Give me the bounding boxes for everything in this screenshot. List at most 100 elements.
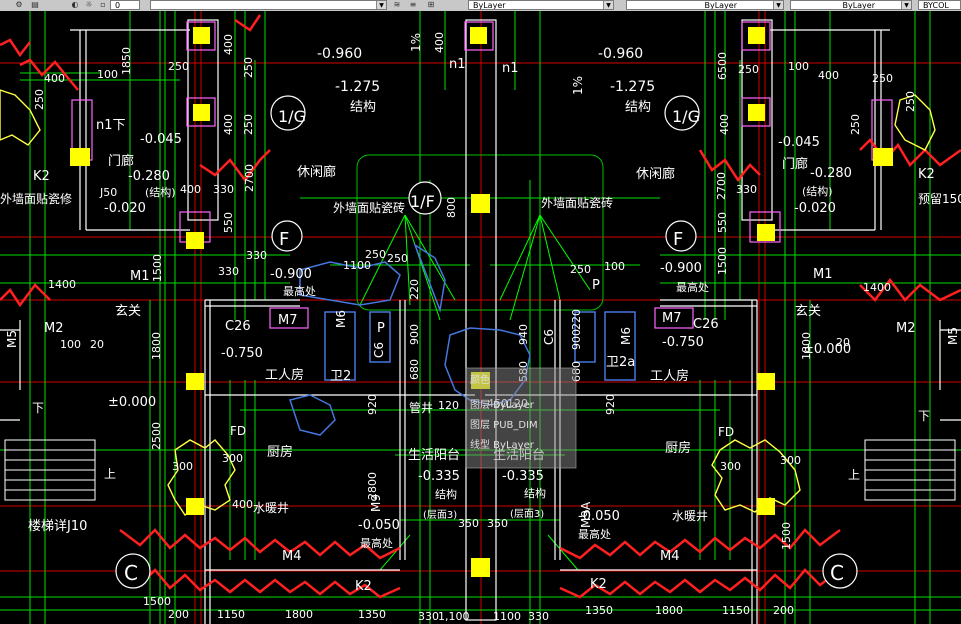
jiegou-paren-right: (结构)	[802, 184, 833, 198]
dim-1350b: 1350	[585, 604, 613, 617]
dim-330b: 330	[246, 249, 267, 262]
dim-1100a: 1100	[493, 610, 521, 623]
m1-right: M1	[813, 267, 833, 282]
elev-335-left: -0.335	[418, 469, 460, 484]
balcony-outline	[356, 154, 604, 311]
walls	[0, 19, 961, 624]
dim-1350a: 1350	[358, 608, 386, 621]
stairs	[4, 439, 956, 501]
waiqiang-edge: 外墙面贴瓷修	[0, 191, 72, 206]
dim-100b: 100	[60, 338, 81, 351]
axis-c-left: C	[124, 561, 138, 585]
menlang-right: 门廊	[782, 156, 808, 172]
axis-c-right: C	[830, 561, 844, 585]
chufang-right: 厨房	[665, 440, 691, 456]
planting-zigzag	[0, 14, 961, 599]
layer-manager-icon[interactable]: ▤	[31, 0, 39, 9]
k2-bottom-left: K2	[355, 579, 372, 594]
m7-left: M7	[278, 313, 298, 328]
color-dropdown-value: ByLayer	[473, 1, 506, 10]
guanjing: 管井	[409, 400, 433, 415]
waiqiang-left: 外墙面贴瓷砖	[333, 200, 405, 215]
elev-335-right: -0.335	[502, 469, 544, 484]
dim-250j: 250	[904, 91, 917, 112]
gear-icon[interactable]: ⚙	[15, 0, 23, 9]
dim-300d: 300	[780, 454, 801, 467]
dim-300c: 300	[720, 460, 741, 473]
dim-4000: 400	[818, 69, 839, 82]
dim-400d: 400	[180, 183, 201, 196]
elev-020-left: -0.020	[104, 201, 146, 216]
match-layer-icon[interactable]: ⊞	[427, 0, 435, 9]
elev-top-right: -0.960	[598, 46, 643, 62]
dim-680a: 680	[408, 359, 421, 380]
m6-left: M6	[334, 310, 348, 328]
dim-2700r: 2700	[715, 172, 728, 200]
dim-900a: 900	[408, 324, 421, 345]
jiegou-balcony-left: 结构	[435, 487, 457, 501]
m2-right: M2	[896, 321, 916, 336]
axis-1f: 1/F	[410, 192, 435, 211]
shuinuan-right: 水暖井	[672, 509, 708, 523]
xia-right: 下	[918, 409, 930, 423]
layer-previous-icon[interactable]: ≡	[409, 0, 417, 9]
dim-2700l: 2700	[243, 164, 256, 192]
axis-f-right: F	[673, 229, 683, 250]
dim-900b: 900	[570, 329, 583, 350]
dim-1100c: 1100	[343, 259, 371, 272]
m1-left: M1	[130, 269, 150, 284]
dim-400h: 400	[718, 114, 731, 135]
jiegou-right: 结构	[625, 100, 651, 115]
drawing-canvas[interactable]: -0.960 -0.960 -1.275 -1.275 结构 结构 n1 n1 …	[0, 11, 961, 624]
sun-icon[interactable]: ☼	[85, 0, 93, 9]
layer-state-icon[interactable]: ◐	[71, 0, 79, 9]
layer-dropdown[interactable]: ▼	[150, 0, 387, 10]
dim-550l: 550	[222, 212, 235, 233]
wei2-left: 卫2	[330, 369, 351, 384]
dim-20c: 20	[836, 336, 850, 349]
n1-label-a: n1	[449, 57, 466, 72]
lineweight-dropdown[interactable]: ByLayer▼	[790, 0, 912, 10]
dim-350b: 350	[487, 517, 508, 530]
dim-330c: 330	[418, 610, 439, 623]
plotstyle-dropdown-value: BYCOL	[923, 1, 949, 10]
lock-icon[interactable]: ▫	[100, 0, 106, 9]
linetype-dropdown[interactable]: ByLayer▼	[626, 0, 784, 10]
c6-right: C6	[542, 329, 556, 345]
elev-top-left: -0.960	[317, 46, 362, 62]
color-dropdown[interactable]: ByLayer▼	[468, 0, 614, 10]
shang-right: 上	[848, 468, 860, 482]
gongrenfang-right: 工人房	[650, 368, 689, 384]
gongrenfang-left: 工人房	[265, 367, 304, 383]
dim-400b: 400	[222, 34, 235, 55]
plotstyle-dropdown[interactable]: BYCOL	[918, 0, 961, 10]
tooltip-line3: 图层 PUB_DIM	[470, 419, 538, 431]
dim-100e: 100	[604, 260, 625, 273]
dim-1150b: 1150	[722, 604, 750, 617]
zero-right: ±0.000	[803, 342, 851, 357]
m9-right: M9A	[579, 501, 593, 528]
dim-250e: 250	[387, 252, 408, 265]
axis-1g-left: 1/G	[278, 107, 306, 126]
xuanguan-left: 玄关	[115, 304, 141, 319]
n1-label-c: n1下	[96, 118, 126, 133]
dim-1500b: 1500	[143, 595, 171, 608]
elev-280-left: -0.280	[128, 169, 170, 184]
make-current-icon[interactable]: ≋	[393, 0, 401, 9]
menlang-left: 门廊	[108, 153, 134, 169]
chevron-down-icon: ▼	[376, 1, 386, 9]
shuinuan-left: 水暖井	[253, 501, 289, 515]
dim-1100b: 1,100	[438, 610, 470, 623]
dim-550r: 550	[716, 212, 729, 233]
c26-left: C26	[225, 319, 251, 334]
color-swatch-field[interactable]: 0	[110, 0, 140, 10]
xia-left: 下	[32, 401, 44, 415]
lineweight-dropdown-value: ByLayer	[842, 1, 875, 10]
dim-250l: 250	[33, 89, 46, 110]
tooltip-line1: 颜色	[470, 373, 490, 386]
dim-400c: 400	[222, 114, 235, 135]
cengmian-right: (层面3)	[510, 508, 544, 520]
elev-020-right: -0.020	[794, 201, 836, 216]
k2-right: K2	[918, 167, 935, 182]
dim-400g: 400	[433, 32, 446, 53]
